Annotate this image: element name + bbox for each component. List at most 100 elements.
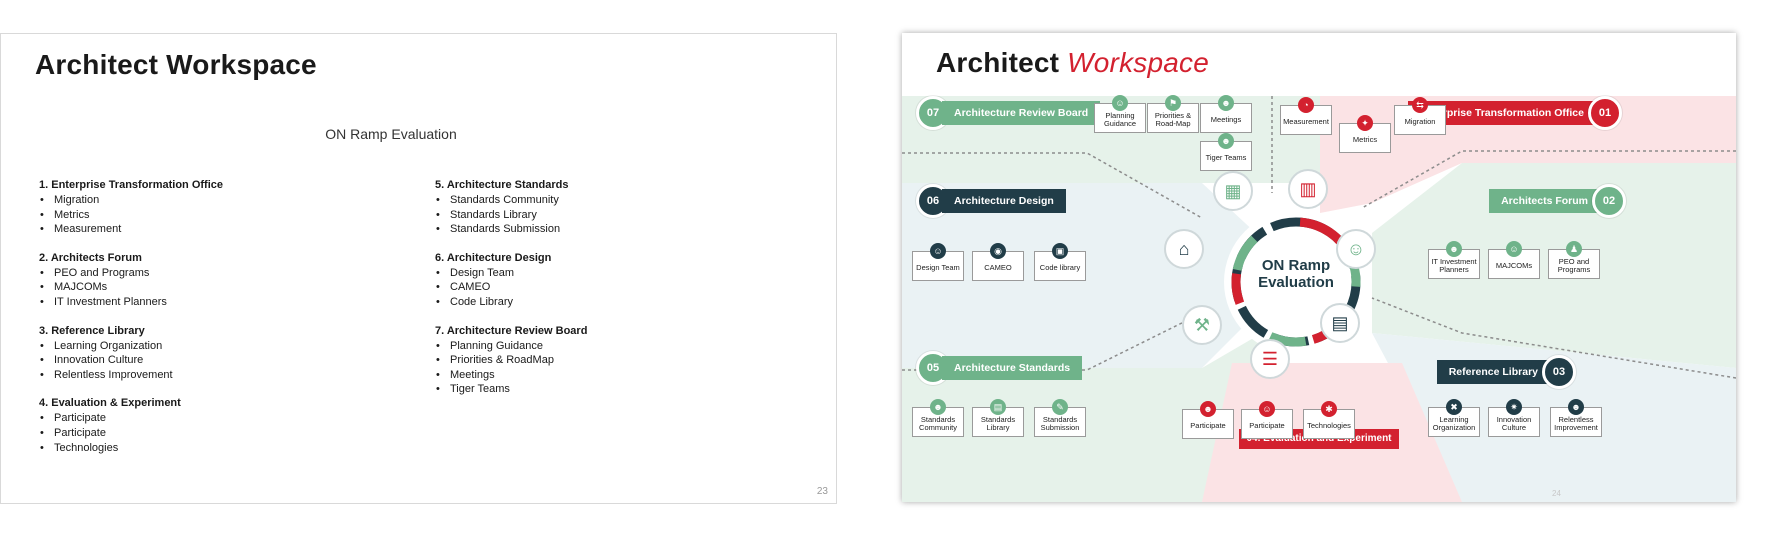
page-number: 23: [816, 486, 828, 497]
submission-icon: ✎: [1052, 399, 1068, 415]
banner-architects-forum: Architects Forum 02: [1489, 184, 1626, 218]
learning-icon: ✖: [1446, 399, 1462, 415]
code-icon: ▣: [1052, 243, 1068, 259]
section-heading: 7. Architecture Review Board: [435, 324, 588, 337]
checklist-icon: ☰: [1250, 339, 1290, 379]
banner-number: 02: [1592, 184, 1626, 218]
list-item: Standards Community: [435, 193, 587, 208]
list-item: Participate: [39, 426, 223, 441]
list-item: Migration: [39, 193, 223, 208]
slide-title: Architect Workspace: [936, 47, 1209, 79]
chip-participate-1: ☻Participate: [1182, 401, 1234, 439]
list-item: Code Library: [435, 295, 587, 310]
chip-planning-guidance: ☺Planning Guidance: [1094, 95, 1146, 133]
list-item: MAJCOMs: [39, 280, 223, 295]
chip-standards-submission: ✎Standards Submission: [1034, 399, 1086, 437]
chip-priorities-roadmap: ⚑Priorities & Road-Map: [1147, 95, 1199, 133]
chip-participate-2: ☺Participate: [1241, 401, 1293, 439]
designer-icon: ☺: [930, 243, 946, 259]
team-icon: ☺: [1336, 229, 1376, 269]
banner-label: Reference Library: [1436, 360, 1550, 384]
chip-peo-programs: ♟PEO and Programs: [1548, 241, 1600, 279]
chip-relentless-improvement: ☻Relentless Improvement: [1550, 399, 1602, 437]
chip-meetings: ☻Meetings: [1200, 95, 1252, 133]
worker-icon: ⚒: [1182, 305, 1222, 345]
banner-reference-library: Reference Library 03: [1436, 355, 1576, 389]
outline-section: 1. Enterprise Transformation Office Migr…: [39, 178, 223, 237]
banner-label: Architecture Standards: [942, 356, 1083, 380]
banner-number: 03: [1542, 355, 1576, 389]
community-icon: ☻: [930, 399, 946, 415]
outline-section: 3. Reference Library Learning Organizati…: [39, 324, 223, 383]
list-item: Standards Library: [435, 208, 587, 223]
team-icon: ☻: [1218, 133, 1234, 149]
list-item: Standards Submission: [435, 222, 587, 237]
section-heading: 1. Enterprise Transformation Office: [39, 179, 223, 191]
page-number: 24: [1552, 489, 1561, 498]
list-item: Tiger Teams: [435, 382, 587, 397]
measurement-icon: ◔: [1298, 97, 1314, 113]
migration-icon: ⇆: [1412, 97, 1428, 113]
programs-icon: ♟: [1566, 241, 1582, 257]
list-item: CAMEO: [435, 280, 587, 295]
section-heading: 2. Architects Forum: [39, 251, 142, 264]
participant-icon: ☺: [1259, 401, 1275, 417]
outline-section: 4. Evaluation & Experiment Participate P…: [39, 396, 223, 455]
list-item: Relentless Improvement: [39, 368, 223, 383]
list-item: Learning Organization: [39, 339, 223, 354]
library-icon: ▤: [1320, 303, 1360, 343]
hub-label: ON Ramp Evaluation: [1258, 257, 1334, 291]
technology-icon: ✱: [1321, 401, 1337, 417]
banner-label: Architecture Design: [942, 189, 1066, 213]
outline-section: 6. Architecture Design Design Team CAMEO…: [435, 251, 587, 310]
innovation-icon: ✷: [1506, 399, 1522, 415]
section-heading: 6. Architecture Design: [435, 251, 552, 264]
list-item: Meetings: [435, 368, 587, 383]
list-item: Measurement: [39, 222, 223, 237]
chip-majcoms: ☺MAJCOMs: [1488, 241, 1540, 279]
list-item: Innovation Culture: [39, 353, 223, 368]
chip-standards-library: ▤Standards Library: [972, 399, 1024, 437]
library-icon: ▤: [990, 399, 1006, 415]
cameo-icon: ◉: [990, 243, 1006, 259]
chip-cameo: ◉CAMEO: [972, 243, 1024, 281]
roadmap-icon: ⚑: [1165, 95, 1181, 111]
presentation-icon: ▦: [1213, 171, 1253, 211]
list-item: Design Team: [435, 266, 587, 281]
section-heading: 5. Architecture Standards: [435, 179, 569, 191]
meeting-icon: ☻: [1218, 95, 1234, 111]
list-item: Metrics: [39, 208, 223, 223]
banner-architecture-design: 06 Architecture Design: [916, 184, 1066, 218]
banner-label: Architects Forum: [1489, 189, 1600, 213]
list-item: IT Investment Planners: [39, 295, 223, 310]
banner-label: Architecture Review Board: [942, 101, 1101, 125]
chip-technologies: ✱Technologies: [1303, 401, 1355, 439]
slide-23: Architect Workspace ON Ramp Evaluation 1…: [0, 33, 837, 504]
chip-migration: ⇆Migration: [1394, 97, 1446, 135]
guidance-icon: ☺: [1112, 95, 1128, 111]
title-word-1: Architect: [936, 47, 1060, 78]
slide-title: Architect Workspace: [35, 49, 317, 80]
chip-standards-community: ☻Standards Community: [912, 399, 964, 437]
chip-it-investment-planners: ☻IT Investment Planners: [1428, 241, 1480, 279]
list-item: Priorities & RoadMap: [435, 353, 587, 368]
outline-section: 7. Architecture Review Board Planning Gu…: [435, 324, 587, 397]
slide-subtitle: ON Ramp Evaluation: [325, 126, 457, 142]
chip-design-team: ☺Design Team: [912, 243, 964, 281]
planner-icon: ☻: [1446, 241, 1462, 257]
slide-24: Architect Workspace 07 Architecture Revi…: [902, 33, 1736, 502]
chip-learning-organization: ✖Learning Organization: [1428, 399, 1480, 437]
chip-code-library: ▣Code library: [1034, 243, 1086, 281]
list-item: Participate: [39, 411, 223, 426]
list-item: Planning Guidance: [435, 339, 587, 354]
section-heading: 3. Reference Library: [39, 324, 145, 337]
list-item: PEO and Programs: [39, 266, 223, 281]
outline-section: 2. Architects Forum PEO and Programs MAJ…: [39, 251, 223, 310]
section-heading: 4. Evaluation & Experiment: [39, 397, 181, 410]
outline-column-2: 5. Architecture Standards Standards Comm…: [435, 178, 587, 411]
building-icon: ▥: [1288, 169, 1328, 209]
banner-number: 01: [1588, 96, 1622, 130]
outline-column-1: 1. Enterprise Transformation Office Migr…: [39, 178, 223, 469]
chip-measurement: ◔Measurement: [1280, 97, 1332, 135]
chip-tiger-teams: ☻Tiger Teams: [1200, 133, 1252, 171]
